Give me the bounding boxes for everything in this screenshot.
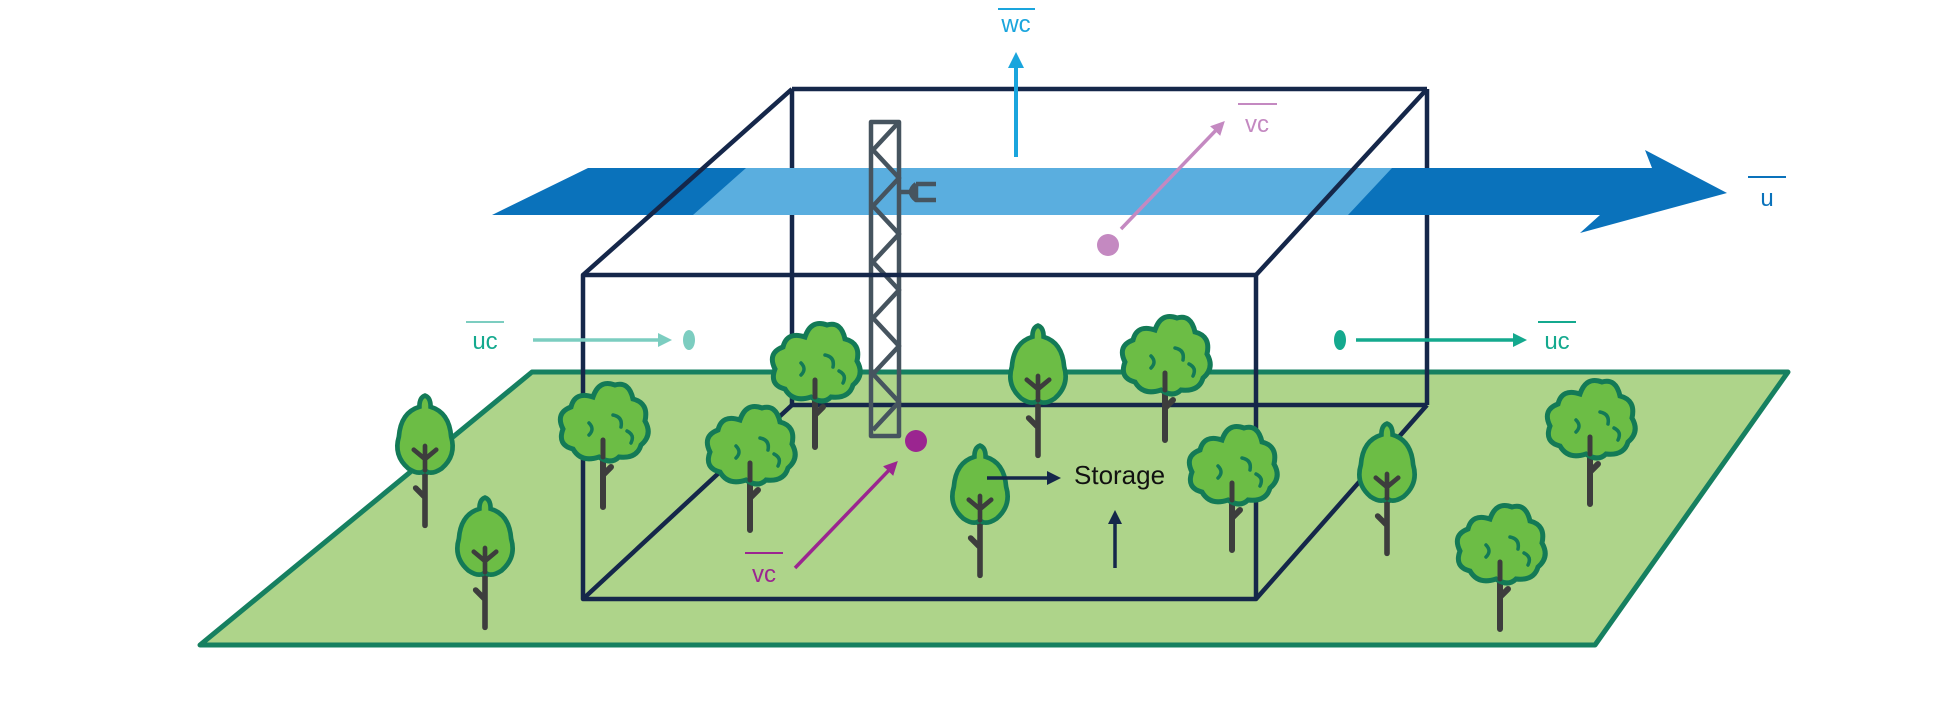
vc-bottom-label: vc — [752, 561, 776, 588]
wc-label: wc — [1000, 11, 1030, 38]
wind-arrow-icon — [492, 150, 1727, 233]
uc-left-point — [683, 330, 695, 350]
uc-right-label: uc — [1544, 328, 1569, 355]
vc-top-point — [1097, 234, 1119, 256]
storage-label: Storage — [1074, 460, 1165, 490]
u-label: u — [1760, 185, 1773, 212]
vc-bottom-arrow — [793, 460, 898, 570]
uc-right-point — [1334, 330, 1346, 350]
uc-left-label: uc — [472, 328, 497, 355]
vc-top-label: vc — [1245, 111, 1269, 138]
vc-top-arrow — [1119, 120, 1225, 231]
vc-bottom-point — [905, 430, 927, 452]
